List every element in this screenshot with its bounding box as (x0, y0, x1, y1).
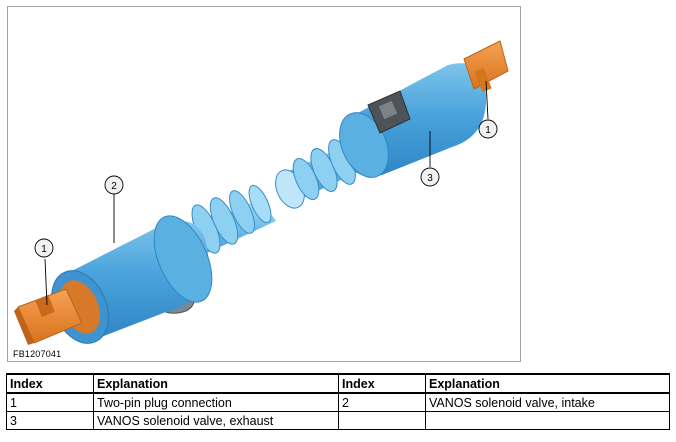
callout-3: 3 (420, 167, 440, 187)
svg-text:3: 3 (427, 173, 433, 184)
solenoid-valve-illustration: 1 2 1 3 FB1207041 (7, 6, 521, 362)
callout-2: 2 (104, 175, 124, 195)
svg-text:2: 2 (111, 181, 117, 192)
row-index: 3 (6, 411, 94, 430)
svg-text:1: 1 (41, 244, 47, 255)
header-index-2: Index (338, 373, 426, 394)
figure-id-label: FB1207041 (13, 349, 62, 359)
row-explanation (425, 411, 670, 430)
legend-table: Index Explanation Index Explanation 1 Tw… (6, 373, 670, 430)
row-index (338, 411, 426, 430)
callout-1-left: 1 (34, 238, 54, 258)
leader-line (485, 80, 489, 120)
row-explanation: VANOS solenoid valve, exhaust (93, 411, 339, 430)
row-explanation: Two-pin plug connection (93, 392, 339, 412)
header-explanation-2: Explanation (425, 373, 670, 394)
svg-text:1: 1 (485, 125, 491, 136)
row-index: 1 (6, 392, 94, 412)
row-index: 2 (338, 392, 426, 412)
table-row: 3 VANOS solenoid valve, exhaust (6, 411, 670, 430)
row-explanation: VANOS solenoid valve, intake (425, 392, 670, 412)
exploded-view-drawing: 1 2 1 3 (14, 40, 509, 345)
two-pin-plug-right (463, 40, 509, 93)
callout-1-right: 1 (478, 119, 498, 139)
two-pin-plug-left (14, 288, 83, 345)
header-index-1: Index (6, 373, 94, 394)
solenoid-valve-intake (14, 184, 276, 345)
table-row: 1 Two-pin plug connection 2 VANOS soleno… (6, 392, 670, 412)
header-explanation-1: Explanation (93, 373, 339, 394)
legend-header-row: Index Explanation Index Explanation (6, 373, 670, 394)
leader-line (44, 258, 48, 306)
solenoid-valve-exhaust (275, 40, 509, 209)
